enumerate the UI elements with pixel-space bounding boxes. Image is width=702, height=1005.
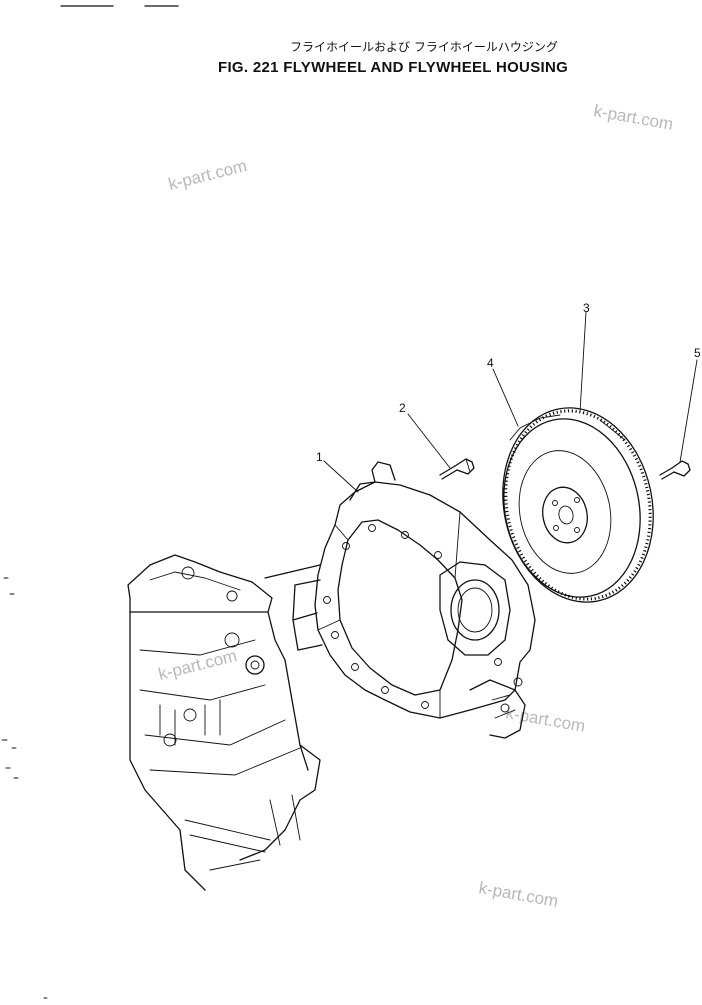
figure-title: FIG. 221 FLYWHEEL AND FLYWHEEL HOUSING	[218, 59, 568, 76]
callout-5: 5	[694, 346, 701, 360]
watermark: k-part.com	[592, 101, 674, 134]
callout-1: 1	[316, 450, 323, 464]
watermark: k-part.com	[156, 646, 239, 684]
watermark: k-part.com	[504, 703, 586, 736]
flywheel-housing-drawing	[292, 461, 536, 739]
leader-line-2	[407, 413, 451, 469]
callout-3: 3	[583, 301, 590, 315]
watermark: k-part.com	[477, 878, 559, 911]
figure-title-japanese: フライホイールおよび フライホイールハウジング	[290, 40, 558, 54]
leader-line-5	[679, 359, 698, 463]
watermark: k-part.com	[166, 156, 249, 194]
scan-marks	[1, 577, 48, 999]
flywheel-bolt-drawing	[659, 460, 691, 480]
engine-block-drawing	[127, 554, 321, 891]
callout-2: 2	[399, 401, 406, 415]
callout-4: 4	[487, 356, 494, 370]
leader-line-3	[579, 311, 587, 413]
housing-bolt-drawing	[439, 458, 475, 480]
leader-line-4	[492, 368, 519, 427]
flywheel-drawing	[502, 407, 654, 603]
leader-line-1	[323, 460, 359, 493]
